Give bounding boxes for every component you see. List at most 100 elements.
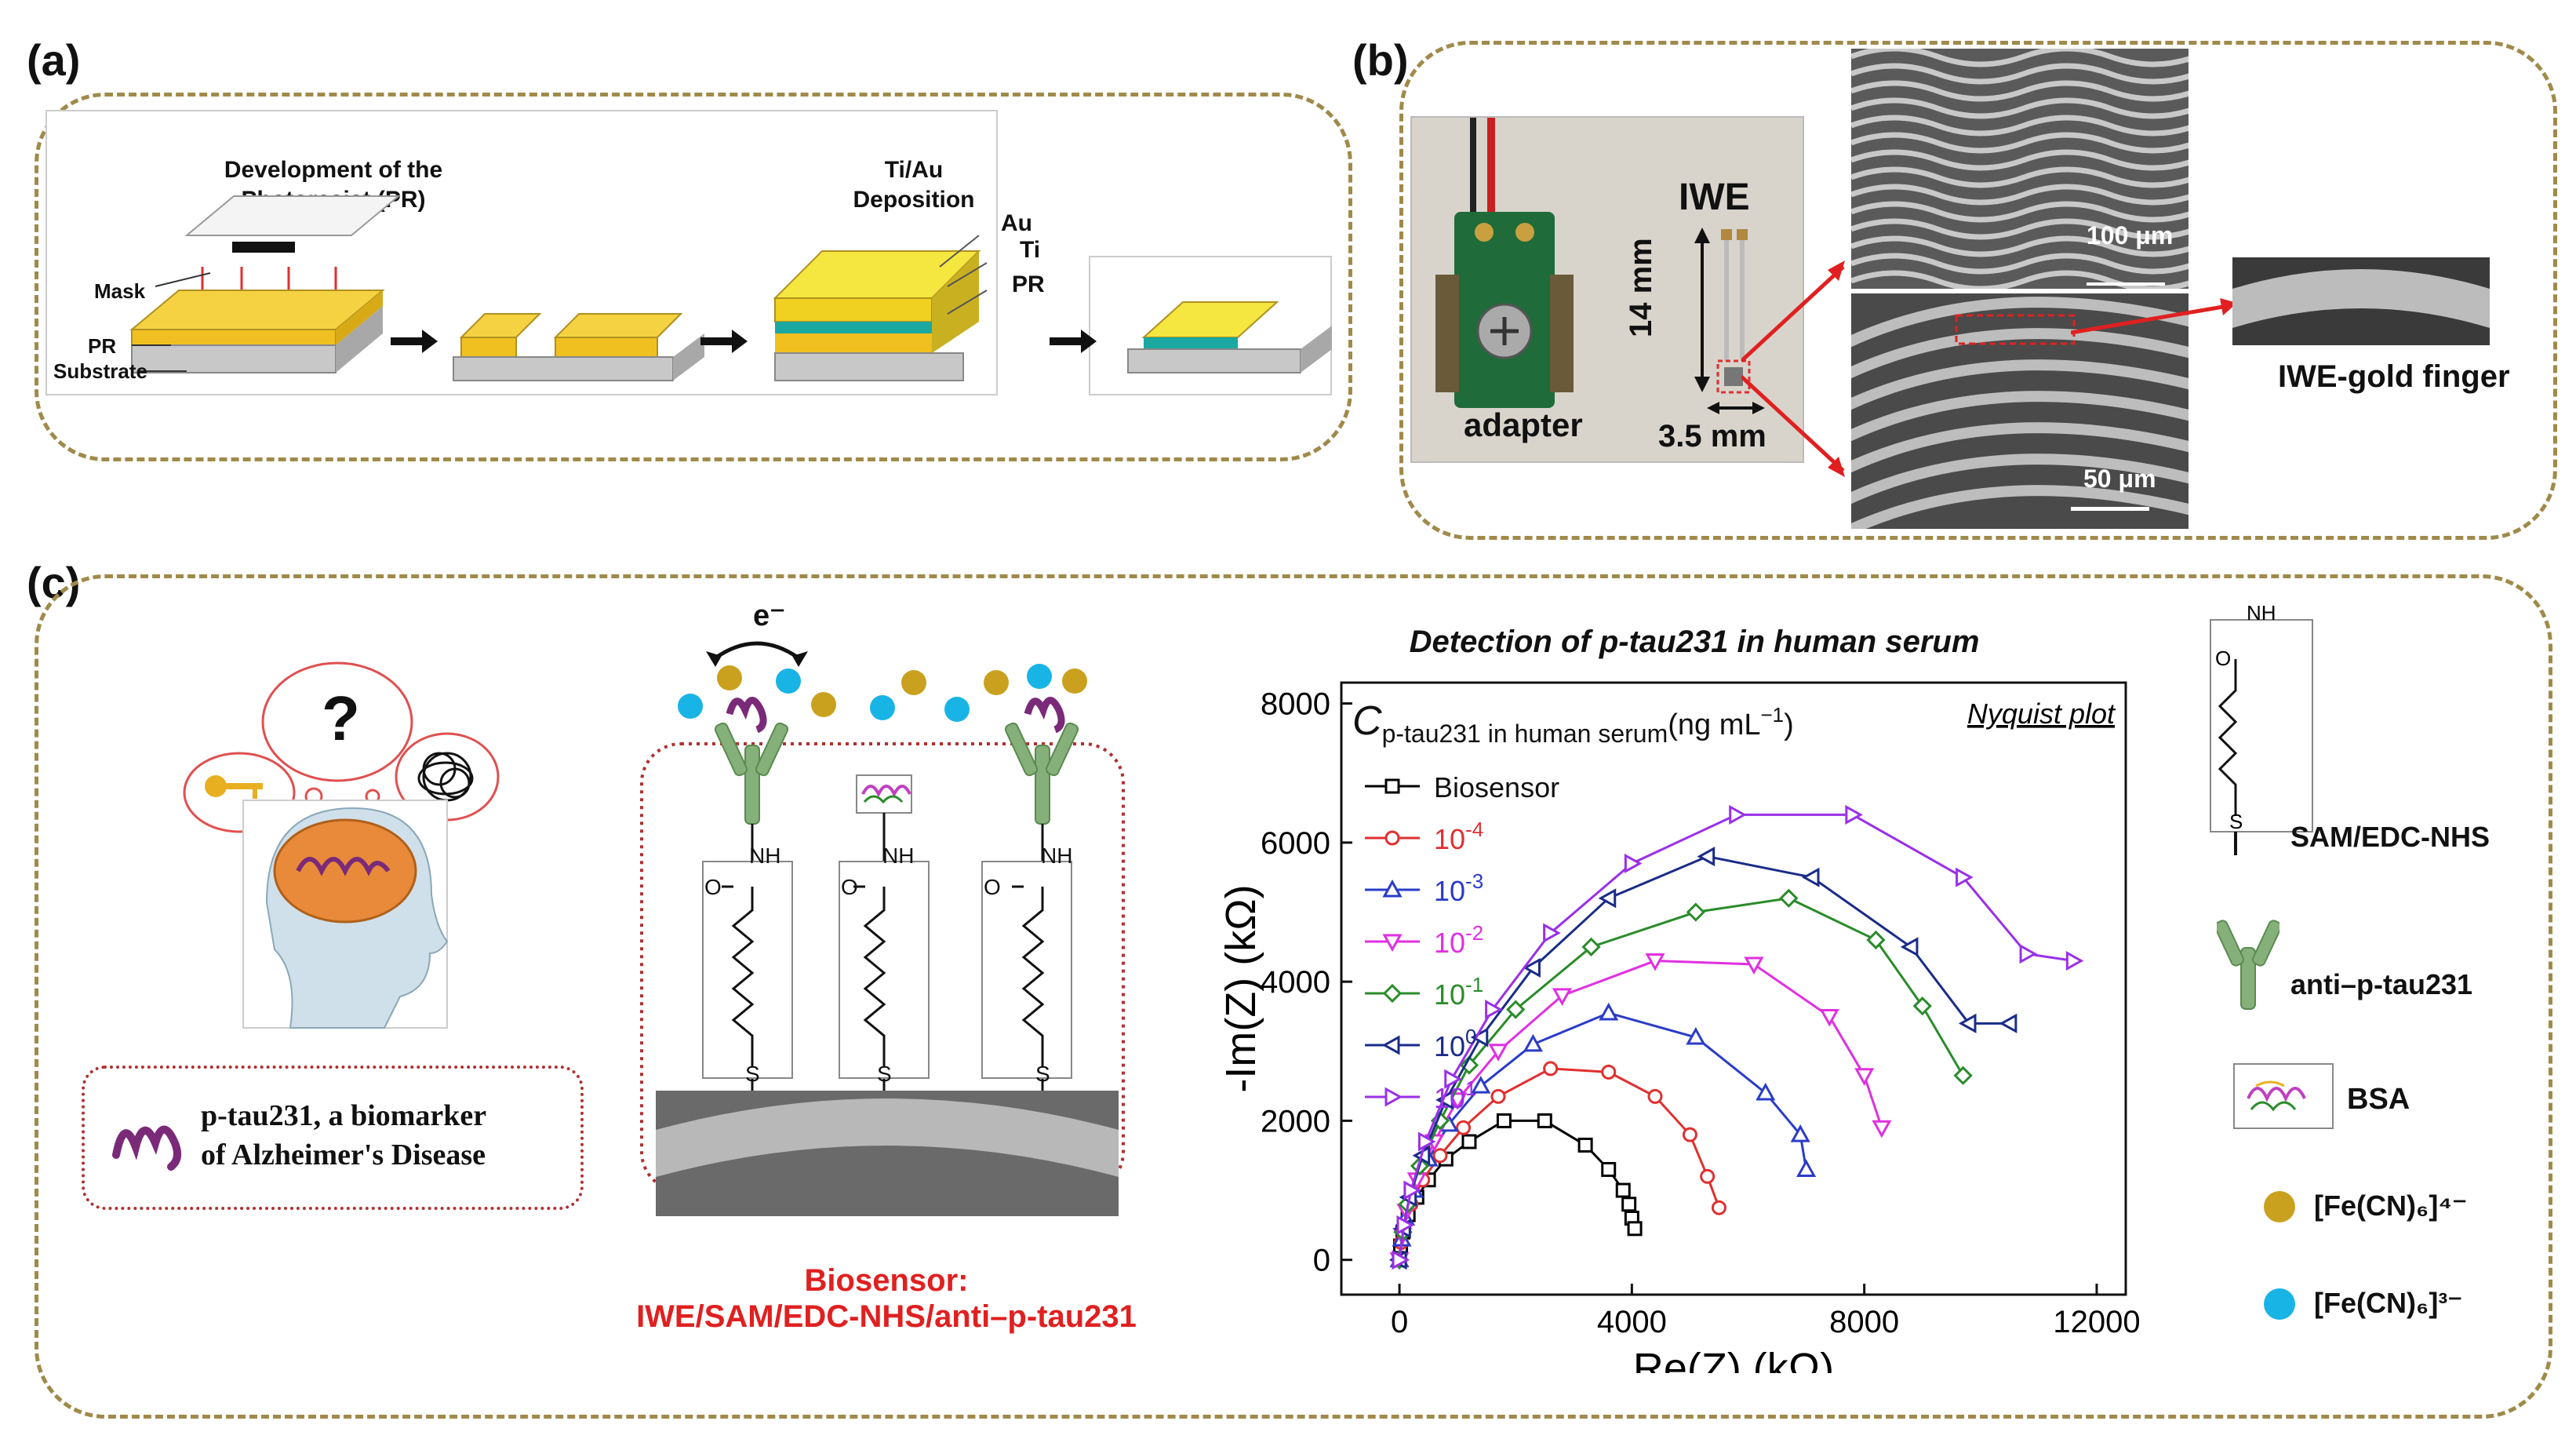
data-point xyxy=(1801,867,1820,887)
data-point xyxy=(1543,1061,1559,1077)
data-point xyxy=(1396,1215,1415,1235)
data-point xyxy=(1382,934,1403,953)
data-point xyxy=(1601,1064,1617,1080)
o-label: O xyxy=(704,875,722,899)
data-point xyxy=(2065,950,2084,971)
redox-probes xyxy=(678,664,1087,722)
y-tick-label: 4000 xyxy=(1261,965,1330,1000)
legend-bsa-label: BSA xyxy=(2347,1083,2410,1116)
adapter-illustration xyxy=(1435,118,1765,414)
data-point xyxy=(1506,1000,1526,1019)
data-point xyxy=(1384,778,1400,794)
data-point xyxy=(1384,1087,1403,1107)
series-line xyxy=(1398,813,2074,1260)
s-label: S xyxy=(877,1062,892,1086)
x-tick-label: 4000 xyxy=(1597,1305,1667,1339)
data-point xyxy=(1700,1168,1716,1184)
panel-b-label: (b) xyxy=(1352,35,1409,85)
data-point xyxy=(1621,1197,1637,1212)
data-point xyxy=(1382,983,1403,1004)
scale-100um-label: 100 μm xyxy=(2087,221,2174,250)
legend-entry: 10-1 xyxy=(1434,973,1483,1011)
label-mask: Mask xyxy=(94,279,146,303)
ptau-icon xyxy=(112,1125,182,1171)
y-tick-label: 0 xyxy=(1313,1244,1330,1278)
data-point xyxy=(1999,1013,2018,1033)
label-au: Au xyxy=(1001,210,1032,236)
data-point xyxy=(2019,944,2038,964)
finger-zoom-arrow xyxy=(2071,298,2237,335)
data-point xyxy=(1627,1221,1643,1237)
data-point xyxy=(1744,956,1764,975)
panel-a-border xyxy=(35,93,1352,461)
data-point xyxy=(1956,867,1974,887)
panel-b-border xyxy=(1399,41,2557,540)
data-point xyxy=(1729,804,1747,825)
antibody-icon xyxy=(714,722,789,825)
legend-fe4-label: [Fe(CN)₆]⁴⁻ xyxy=(2314,1190,2468,1222)
legend-entry: 100 xyxy=(1434,1025,1477,1062)
x-axis-label: Re(Z) (kΩ) xyxy=(1633,1345,1834,1373)
legend-entry: 10-4 xyxy=(1434,818,1483,855)
series-line xyxy=(1398,960,1883,1260)
legend-sam-label: SAM/EDC-NHS xyxy=(2290,821,2490,853)
s-label: S xyxy=(2229,810,2243,833)
data-point xyxy=(1577,1137,1593,1153)
s-label: S xyxy=(1035,1062,1050,1086)
data-point xyxy=(1645,953,1665,971)
iwe-photo xyxy=(1410,116,1804,463)
legend-fe3-icon xyxy=(2264,1288,2295,1320)
data-point xyxy=(1537,1113,1552,1128)
panel-c-border xyxy=(35,574,2552,1419)
key-icon xyxy=(205,775,263,799)
data-point xyxy=(1581,937,1601,956)
x-tick-label: 8000 xyxy=(1829,1305,1899,1339)
data-point xyxy=(1601,1161,1617,1177)
data-point xyxy=(1796,1159,1817,1177)
data-point xyxy=(1496,1113,1512,1128)
data-point xyxy=(1711,1200,1726,1215)
data-point xyxy=(1872,1120,1892,1139)
data-point xyxy=(1599,1002,1619,1021)
label-substrate: Substrate xyxy=(53,359,147,383)
head-illustration xyxy=(183,661,500,1029)
legend-antibody-icon xyxy=(2217,920,2279,1010)
finger-label: IWE-gold finger xyxy=(2278,359,2510,394)
dim-height-label: 14 mm xyxy=(1624,238,1658,337)
gold-finger-arc xyxy=(2232,257,2490,345)
y-tick-label: 8000 xyxy=(1261,687,1330,722)
data-point xyxy=(1444,1069,1462,1089)
data-point xyxy=(1488,1044,1508,1062)
data-point xyxy=(1779,888,1799,908)
legend-title: Cp-tau231 in human serum(ng mL−1) xyxy=(1352,698,1794,748)
biosensor-description: IWE/SAM/EDC-NHS/anti–p-tau231 xyxy=(636,1299,1137,1334)
antibody-icon xyxy=(1004,722,1079,825)
legend-entry: 10-3 xyxy=(1434,869,1483,907)
sem-waves-bottom xyxy=(1851,293,2189,529)
y-axis-label: -Im(Z) (kΩ) xyxy=(1224,884,1264,1092)
plot-frame xyxy=(1340,681,2127,1296)
data-point xyxy=(1598,888,1617,909)
data-point xyxy=(1953,1066,1973,1085)
data-point xyxy=(1403,1180,1421,1200)
legend-entry: Biosensor xyxy=(1434,771,1559,803)
data-point xyxy=(1854,1068,1875,1086)
electron-label: e⁻ xyxy=(753,599,786,632)
data-point xyxy=(1682,1127,1697,1142)
data-point xyxy=(1552,988,1573,1006)
fabrication-illustration xyxy=(129,195,1332,381)
panel-a-label: (a) xyxy=(27,35,81,85)
data-point xyxy=(1686,902,1705,922)
process-arrow xyxy=(700,330,748,353)
question-mark: ? xyxy=(322,683,360,753)
sem-gold-finger xyxy=(2232,257,2490,345)
data-point xyxy=(1912,996,1932,1016)
data-point xyxy=(1485,1000,1503,1020)
legend-fe4-icon xyxy=(2264,1191,2295,1222)
biosensor-schematic: NH NH NH O O O S S S xyxy=(640,641,1125,1216)
iwe-label: IWE xyxy=(1679,177,1750,218)
x-tick-label: 0 xyxy=(1391,1305,1408,1339)
series-line xyxy=(1398,897,1964,1260)
step3-title: Ti/Au Deposition xyxy=(853,157,975,213)
